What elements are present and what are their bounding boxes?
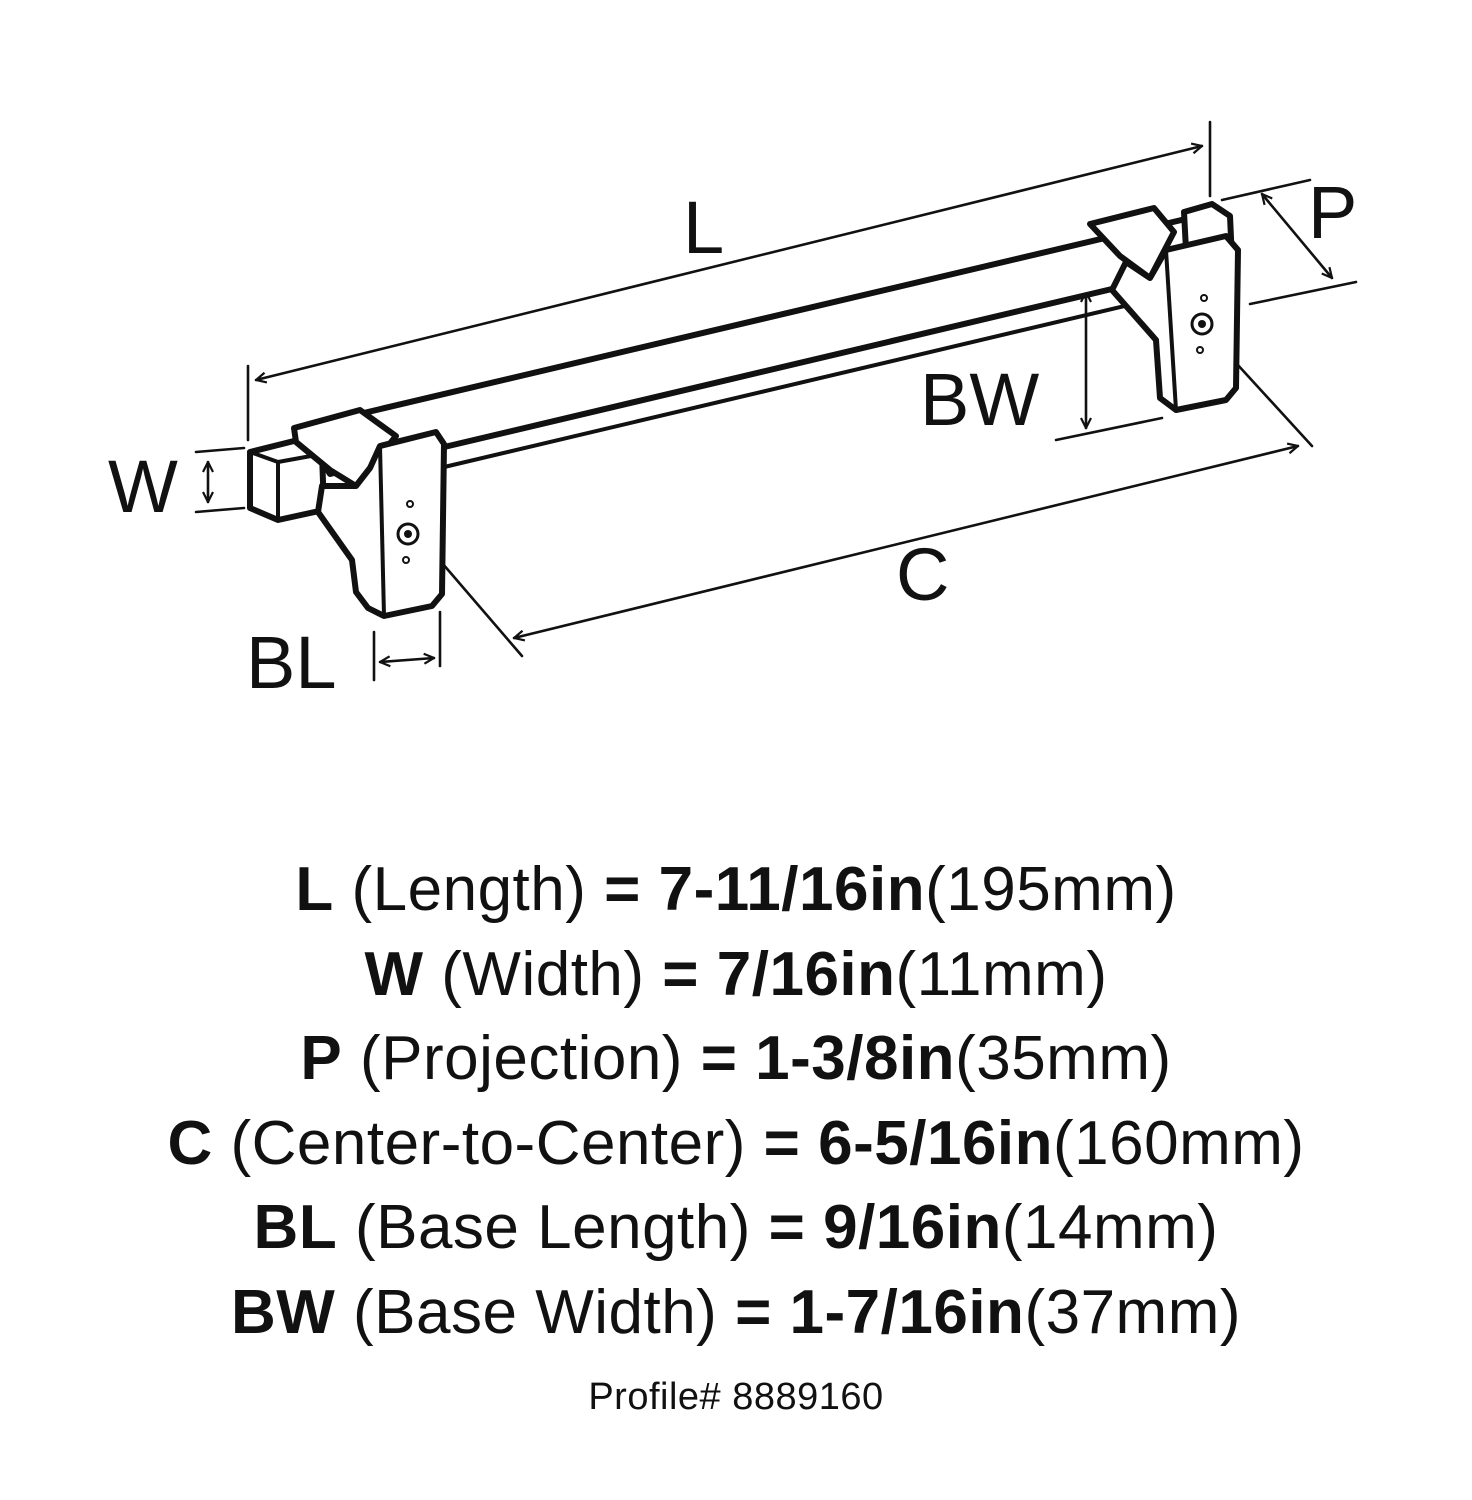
label-C: C <box>896 533 949 616</box>
spec-metric: (160mm) <box>1053 1108 1305 1178</box>
spec-key: L <box>295 855 334 924</box>
spec-name: (Length) <box>351 855 587 924</box>
spec-imperial: 1-3/8in <box>755 1024 956 1093</box>
spec-length: L (Length) = 7-11/16in(195mm) <box>0 848 1472 933</box>
spec-key: P <box>300 1024 343 1093</box>
spec-equals: = <box>763 1108 801 1178</box>
spec-imperial: 7/16in <box>716 939 896 1009</box>
spec-metric: (35mm) <box>955 1024 1172 1093</box>
spec-equals: = <box>662 939 700 1009</box>
spec-metric: (195mm) <box>925 855 1177 924</box>
spec-equals: = <box>735 1277 772 1347</box>
spec-key: BL <box>253 1193 338 1262</box>
label-W: W <box>108 445 178 528</box>
profile-number: Profile# 8889160 <box>588 1376 884 1418</box>
spec-key: C <box>167 1108 213 1178</box>
spec-projection: P (Projection) = 1-3/8in(35mm) <box>0 1017 1472 1102</box>
spec-metric: (37mm) <box>1024 1277 1241 1347</box>
projection-dimension: P <box>1220 171 1357 306</box>
spec-key: W <box>364 939 424 1009</box>
spec-width: W (Width) = 7/16in(11mm) <box>0 933 1472 1018</box>
label-L: L <box>683 186 724 269</box>
spec-base-length: BL (Base Length) = 9/16in(14mm) <box>0 1186 1472 1271</box>
spec-key: BW <box>230 1277 336 1347</box>
width-dimension: W <box>108 445 246 528</box>
spec-name: (Center-to-Center) <box>230 1108 746 1178</box>
label-P: P <box>1308 171 1357 254</box>
length-dimension: L <box>246 120 1212 442</box>
base-length-dimension: BL <box>246 610 442 704</box>
spec-metric: (11mm) <box>895 939 1108 1009</box>
spec-name: (Base Length) <box>354 1193 751 1262</box>
spec-base-width: BW (Base Width) = 1-7/16in(37mm) <box>0 1271 1472 1356</box>
label-BL: BL <box>246 621 337 704</box>
spec-name: (Projection) <box>359 1024 683 1093</box>
spec-metric: (14mm) <box>1001 1193 1219 1262</box>
spec-imperial: 9/16in <box>823 1193 1002 1262</box>
handle-illustration <box>247 201 1241 619</box>
spec-name: (Base Width) <box>353 1277 718 1347</box>
spec-name: (Width) <box>441 939 645 1009</box>
spec-imperial: 7-11/16in <box>658 855 926 924</box>
handle-dimension-drawing: L P W BW C BL <box>108 120 1357 704</box>
spec-imperial: 6-5/16in <box>818 1108 1054 1178</box>
label-BW: BW <box>920 358 1039 441</box>
spec-equals: = <box>604 855 641 924</box>
specifications-list: L (Length) = 7-11/16in(195mm) W (Width) … <box>0 848 1472 1355</box>
spec-center-to-center: C (Center-to-Center) = 6-5/16in(160mm) <box>0 1102 1472 1187</box>
spec-equals: = <box>768 1193 806 1262</box>
spec-imperial: 1-7/16in <box>789 1277 1025 1347</box>
spec-equals: = <box>700 1024 738 1093</box>
